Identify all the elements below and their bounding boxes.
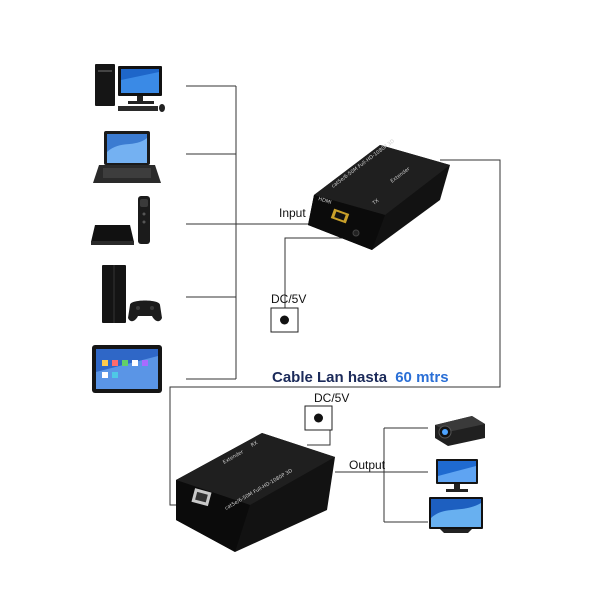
dc-label-tx: DC/5V <box>271 292 306 306</box>
transmitter-device: cat5e/6-50M Full-HD-1080P 3D Extender TX… <box>308 138 450 250</box>
laptop-icon <box>93 131 161 183</box>
monitor-icon <box>436 459 478 492</box>
lan-cable-wire <box>169 159 501 506</box>
dc-wire-rx <box>307 428 331 446</box>
desktop-pc-icon <box>95 64 165 112</box>
output-bus-wires <box>335 427 428 523</box>
receiver-device: Extender RX cat5e/6-50M Full-HD-1080P 3D <box>176 433 335 552</box>
dc-label-rx: DC/5V <box>314 391 349 405</box>
game-console-icon <box>102 265 162 323</box>
dc-port-rx <box>304 405 333 431</box>
cable-length-highlight: 60 mtrs <box>395 369 448 386</box>
cable-length-prefix: Cable Lan hasta <box>272 369 388 386</box>
transmitter-port-label: HDMI <box>317 196 332 206</box>
output-label: Output <box>349 458 386 472</box>
tablet-icon <box>92 345 162 393</box>
dc-port-tx <box>270 307 299 333</box>
transmitter-side-label: TX <box>371 198 381 208</box>
tv-icon <box>429 497 483 533</box>
source-bus-wires <box>186 85 336 380</box>
cable-length-label: Cable Lan hasta 60 mtrs <box>272 369 449 386</box>
dc-wire-tx <box>284 237 350 308</box>
receiver-side-label: RX <box>250 440 259 449</box>
projector-icon <box>435 416 485 446</box>
input-label: Input <box>279 206 306 220</box>
tv-box-icon <box>91 196 150 245</box>
